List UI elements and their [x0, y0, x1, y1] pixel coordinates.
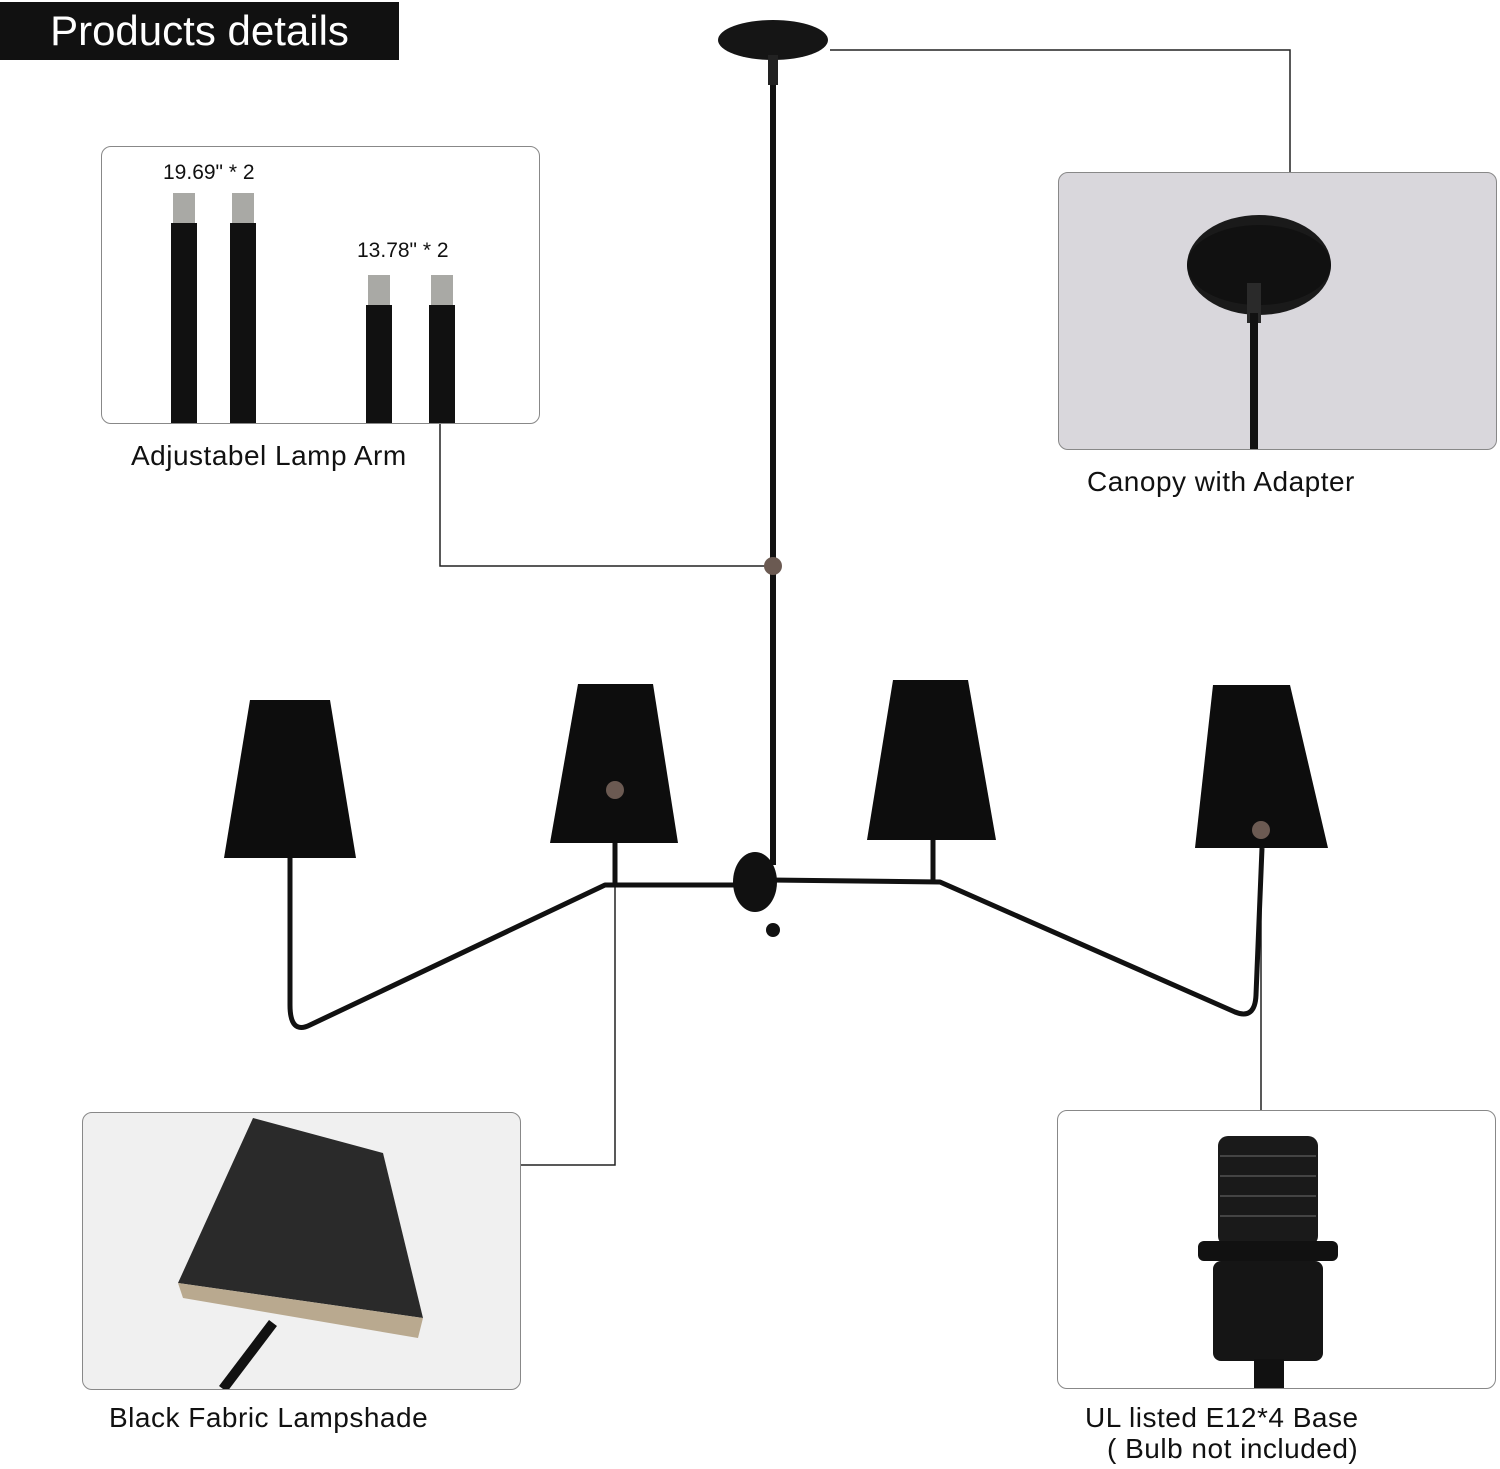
- lampshade-label: Black Fabric Lampshade: [109, 1402, 429, 1433]
- shade-1: [224, 700, 356, 858]
- canopy-label: Canopy with Adapter: [1087, 466, 1355, 497]
- canopy-photo: [1058, 172, 1497, 450]
- lamp-arm-photo: 19.69" * 2 13.78" * 2: [101, 146, 540, 424]
- connector-canopy: [830, 49, 1291, 172]
- shade-2: [550, 684, 678, 843]
- base-label-line1: UL listed E12*4 Base: [1085, 1402, 1359, 1433]
- connector-lampshade: [521, 790, 616, 1166]
- page-title: Products details: [0, 2, 399, 60]
- short-rod-dimension: 13.78" * 2: [357, 239, 449, 262]
- lamp-arm-label: Adjustabel Lamp Arm: [131, 440, 407, 471]
- base-socket-photo: [1057, 1110, 1496, 1389]
- marker-dot: [606, 781, 624, 799]
- connector-lamp-arm: [439, 424, 773, 567]
- shade-3: [867, 680, 996, 840]
- long-rod-dimension: 19.69" * 2: [163, 161, 255, 184]
- base-label-line2: ( Bulb not included): [1107, 1433, 1359, 1464]
- marker-dot: [764, 557, 782, 575]
- shade-4: [1195, 685, 1328, 848]
- chandelier: [224, 20, 1328, 1030]
- marker-dot: [1252, 821, 1270, 839]
- lampshade-photo: [82, 1112, 521, 1390]
